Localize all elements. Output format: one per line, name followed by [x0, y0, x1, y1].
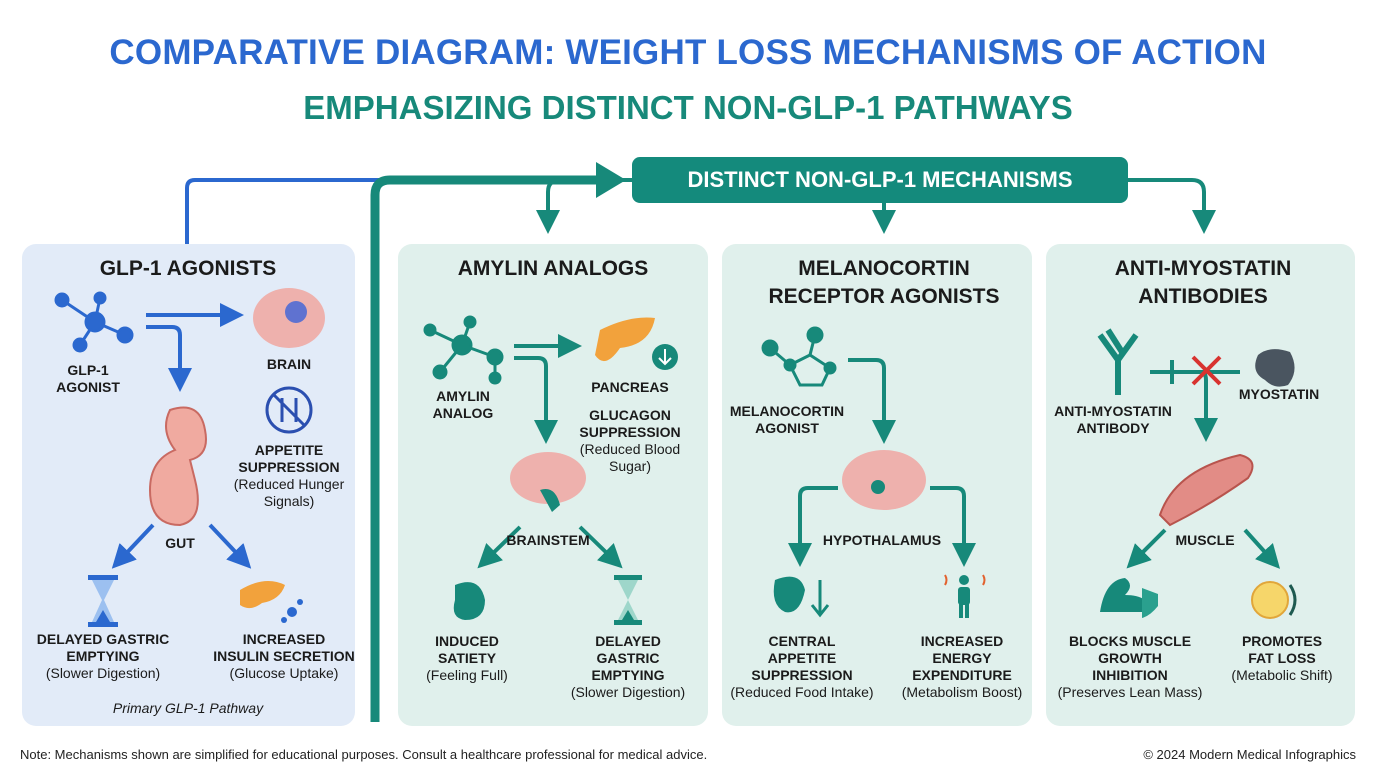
- pancreas-label: PANCREAS: [591, 379, 669, 395]
- energy-person-icon: [944, 574, 986, 618]
- blocked-x-icon: [1191, 355, 1222, 386]
- amylin-analog-label: AMYLIN ANALOG: [432, 388, 494, 421]
- amylin-gastric-label: DELAYED GASTRIC EMPTYING: [591, 633, 665, 683]
- insulin-note: (Glucose Uptake): [229, 665, 339, 681]
- antibody-label: ANTI-MYOSTATIN ANTIBODY: [1054, 403, 1172, 436]
- central-appetite-note: (Reduced Food Intake): [730, 684, 874, 700]
- energy-note: (Metabolism Boost): [901, 684, 1023, 700]
- appetite-suppression-icon: [773, 576, 830, 618]
- glucagon-label: GLUCAGON SUPPRESSION: [579, 407, 681, 440]
- appetite-note: (Reduced Hunger Signals): [233, 476, 345, 509]
- fat-loss-label: PROMOTES FAT LOSS: [1241, 633, 1323, 666]
- glp1-caption: Primary GLP-1 Pathway: [112, 700, 264, 716]
- energy-label: INCREASED ENERGY EXPENDITURE: [912, 633, 1012, 683]
- fat-loss-note: (Metabolic Shift): [1231, 667, 1333, 683]
- myostatin-panel-title: ANTI-MYOSTATIN ANTIBODIES: [1114, 257, 1292, 308]
- footer-note: Note: Mechanisms shown are simplified fo…: [20, 747, 708, 762]
- blocks-note: (Preserves Lean Mass): [1057, 684, 1203, 700]
- no-eating-icon: [265, 386, 313, 434]
- footer-copyright: © 2024 Modern Medical Infographics: [1143, 747, 1356, 762]
- muscle-icon: [1158, 453, 1254, 527]
- hypothalamus-brain-icon: [842, 450, 926, 510]
- amylin-gastric-note: (Slower Digestion): [570, 684, 686, 700]
- glp1-panel-title: GLP-1 AGONISTS: [99, 257, 277, 280]
- fat-cell-icon: [1251, 581, 1297, 619]
- melanocortin-panel-title: MELANOCORTIN RECEPTOR AGONISTS: [768, 257, 1000, 308]
- satiety-label: INDUCED SATIETY: [435, 633, 499, 666]
- hourglass-icon: [614, 575, 642, 625]
- gut-icon: [148, 406, 207, 527]
- myostatin-label: MYOSTATIN: [1238, 386, 1320, 402]
- brain-label: BRAIN: [266, 356, 312, 372]
- main-title: COMPARATIVE DIAGRAM: WEIGHT LOSS MECHANI…: [109, 33, 1267, 72]
- connector-arrows: [111, 162, 1281, 722]
- pancreas-insulin-icon: [240, 581, 303, 623]
- glucagon-note: (Reduced Blood Sugar): [579, 441, 681, 474]
- pancreas-icon: [595, 317, 678, 370]
- glp1-agonist-label: GLP-1 AGONIST: [56, 362, 120, 395]
- stomach-icon: [453, 582, 485, 620]
- hypothalamus-label: HYPOTHALAMUS: [822, 532, 942, 548]
- antibody-icon: [1097, 328, 1139, 395]
- central-appetite-label: CENTRAL APPETITE SUPPRESSION: [751, 633, 853, 683]
- gastric-note: (Slower Digestion): [45, 665, 161, 681]
- melanocortin-agonist-label: MELANOCORTIN AGONIST: [729, 403, 845, 436]
- brain-icon: [253, 288, 325, 348]
- flexed-arm-shield-icon: [1100, 578, 1158, 618]
- molecule-icon: [54, 291, 134, 353]
- brainstem-icon: [510, 452, 586, 512]
- hourglass-icon: [88, 575, 118, 627]
- molecule-icon: [423, 315, 504, 385]
- brainstem-label: BRAINSTEM: [506, 532, 590, 548]
- amylin-panel-title: AMYLIN ANALOGS: [457, 257, 649, 280]
- gut-label: GUT: [165, 535, 195, 551]
- molecule-icon: [761, 326, 837, 387]
- subtitle: EMPHASIZING DISTINCT NON-GLP-1 PATHWAYS: [303, 89, 1073, 126]
- gastric-label: DELAYED GASTRIC EMPTYING: [36, 631, 170, 664]
- non-glp1-banner: DISTINCT NON-GLP-1 MECHANISMS: [632, 157, 1128, 203]
- myostatin-icon: [1255, 349, 1295, 387]
- insulin-label: INCREASED INSULIN SECRETION: [213, 631, 355, 664]
- blocks-label: BLOCKS MUSCLE GROWTH INHIBITION: [1068, 633, 1192, 683]
- appetite-label: APPETITE SUPPRESSION: [238, 442, 340, 475]
- satiety-note: (Feeling Full): [426, 667, 508, 683]
- muscle-label: MUSCLE: [1175, 532, 1235, 548]
